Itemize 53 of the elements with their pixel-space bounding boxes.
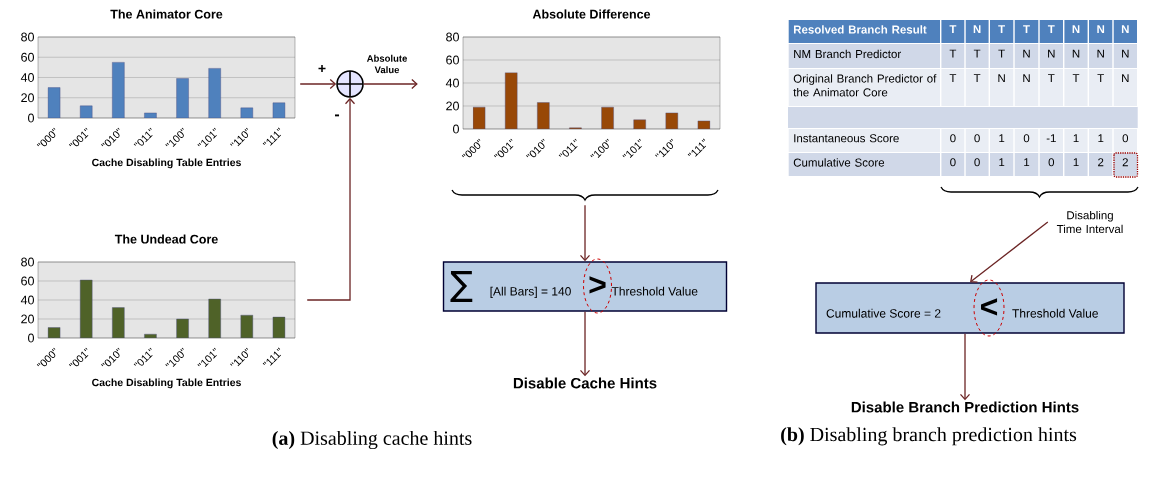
table-cell: 0 <box>941 153 965 176</box>
y-tick-label: 20 <box>446 101 459 111</box>
y-tick-label: 0 <box>453 124 459 134</box>
x-axis-title: Cache Disabling Table Entries <box>92 158 241 169</box>
caption: (b) Disabling branch prediction hints <box>781 427 1077 446</box>
chart-title: The Animator Core <box>110 9 223 19</box>
table-cell: N <box>1113 44 1137 68</box>
chart-title: The Undead Core <box>114 234 218 244</box>
chart-title: Absolute Difference <box>532 9 651 19</box>
table-cell: N <box>1089 44 1113 68</box>
y-tick-label: 40 <box>445 78 459 88</box>
y-tick-label: 60 <box>446 55 459 65</box>
table-cell: N <box>1064 20 1088 43</box>
table-cell: 1 <box>990 153 1014 176</box>
table-cell: N <box>1113 20 1137 43</box>
table-cell: 1 <box>1064 153 1088 176</box>
table-cell: N <box>1039 44 1063 68</box>
edge-label: - <box>334 114 340 117</box>
table-cell: 1 <box>1064 129 1088 152</box>
table-cell: N <box>1014 44 1039 68</box>
table-cell: T <box>1089 69 1113 106</box>
y-tick-label: 40 <box>20 73 34 82</box>
table-cell: T <box>990 44 1014 68</box>
x-axis-title: Cache Disabling Table Entries <box>92 378 241 389</box>
edge-label: + <box>318 64 326 72</box>
table-cell: 2 <box>1089 153 1113 176</box>
table-cell: T <box>1064 69 1088 106</box>
table-cell: T <box>941 69 965 106</box>
edge-label: Absolute Value <box>366 54 407 74</box>
table-cell: T <box>941 44 965 68</box>
y-tick-label: 80 <box>21 257 34 267</box>
table-cell: T <box>1039 20 1063 43</box>
caption: (a) Disabling cache hints <box>272 430 472 450</box>
table-cell: T <box>965 44 989 68</box>
table-cell: N <box>1064 44 1088 68</box>
y-tick-label: 80 <box>446 32 459 42</box>
y-tick-label: 60 <box>21 276 34 286</box>
table-cell: T <box>941 20 965 43</box>
table-cell: 0 <box>941 129 965 152</box>
y-tick-label: 20 <box>21 93 34 103</box>
table-cell: 1 <box>990 129 1014 152</box>
table-cell: N <box>1089 20 1113 43</box>
y-tick-label: 80 <box>21 32 34 42</box>
y-tick-label: 40 <box>20 295 34 305</box>
table-cell: 1 <box>1089 129 1113 152</box>
table-cell: T <box>990 20 1014 43</box>
table-cell: N <box>990 69 1014 106</box>
y-tick-label: 60 <box>21 52 34 62</box>
table-cell: T <box>1014 20 1039 43</box>
y-tick-label: 0 <box>28 113 34 123</box>
y-tick-label: 0 <box>28 333 34 343</box>
table-cell: N <box>965 20 989 43</box>
y-tick-label: 20 <box>21 314 34 324</box>
